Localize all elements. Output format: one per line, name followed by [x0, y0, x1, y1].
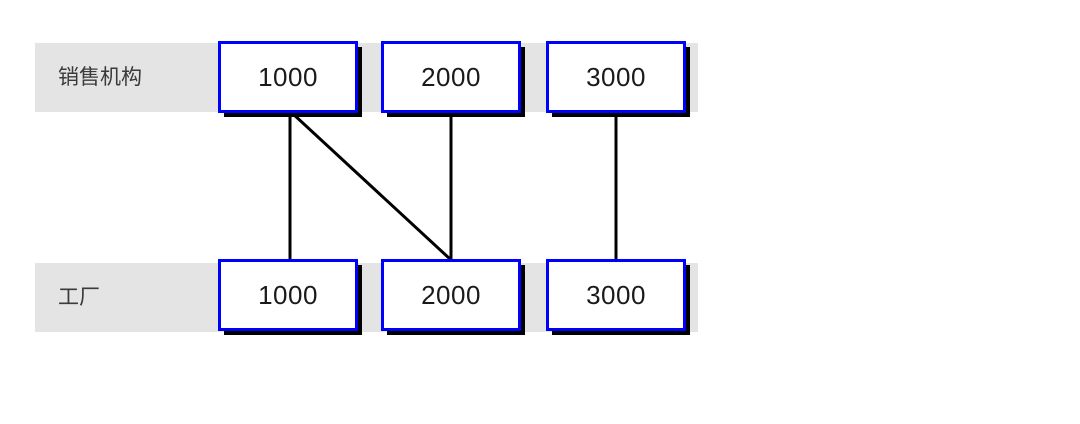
node-value: 1000 [258, 279, 318, 310]
node-value: 1000 [258, 61, 318, 92]
node-value: 2000 [421, 279, 481, 310]
node-sales-2000[interactable]: 2000 [381, 41, 521, 113]
connector-line [290, 111, 452, 261]
node-plant-3000[interactable]: 3000 [546, 259, 686, 331]
node-value: 3000 [586, 61, 646, 92]
node-sales-1000[interactable]: 1000 [218, 41, 358, 113]
node-sales-3000[interactable]: 3000 [546, 41, 686, 113]
node-plant-2000[interactable]: 2000 [381, 259, 521, 331]
row-label-plant: 工厂 [58, 285, 100, 309]
node-plant-1000[interactable]: 1000 [218, 259, 358, 331]
node-value: 2000 [421, 61, 481, 92]
node-value: 3000 [586, 279, 646, 310]
row-label-sales-organization: 销售机构 [58, 65, 142, 89]
